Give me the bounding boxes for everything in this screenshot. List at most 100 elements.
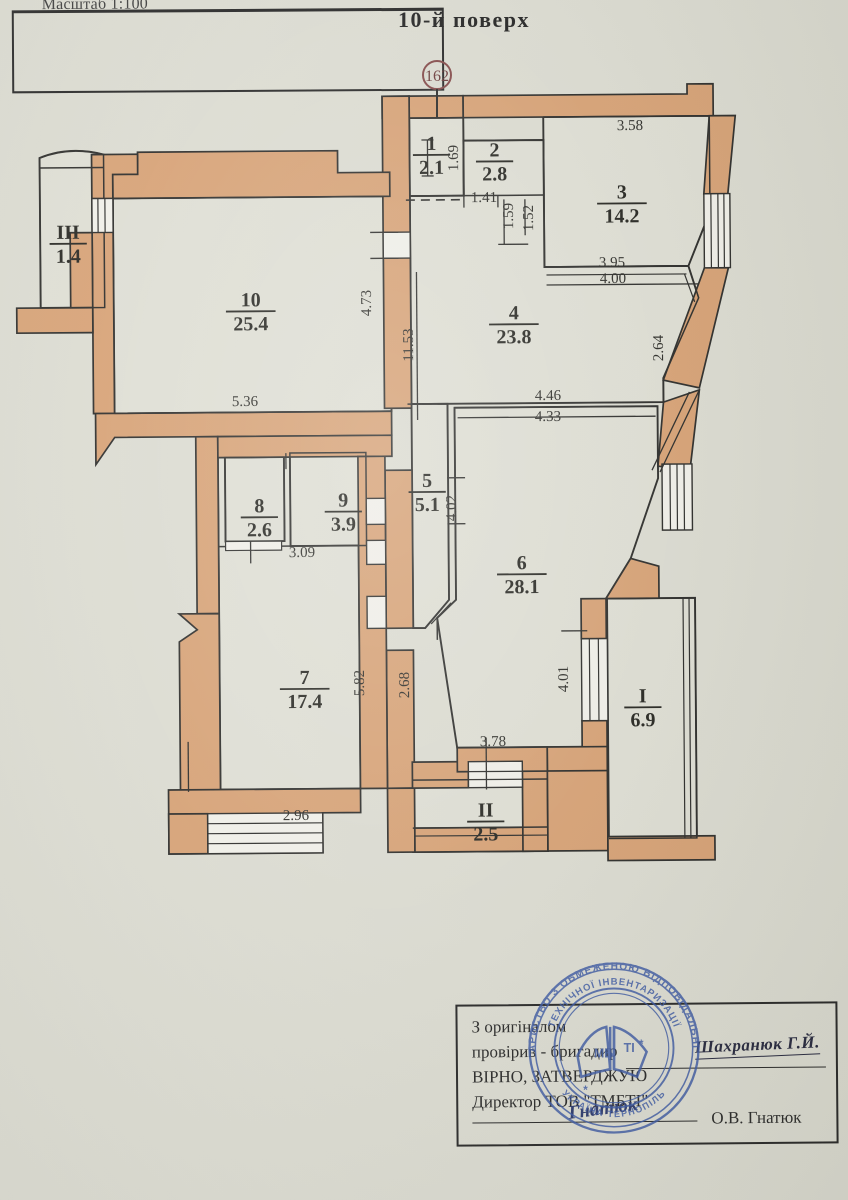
dimension-1.41: 1.41 <box>471 190 497 206</box>
room-number: I <box>639 685 647 707</box>
door-balcony-I <box>580 637 609 722</box>
wall-top-room10 <box>111 149 391 200</box>
door-balcony-II-rails <box>468 770 523 781</box>
room-area: 23.8 <box>496 326 531 348</box>
director-name: О.В. Гнатюк <box>711 1107 802 1128</box>
room-area: 2.1 <box>419 157 444 179</box>
room-number: 2 <box>489 139 499 161</box>
dim-line-446 <box>454 405 658 409</box>
room-number: III <box>56 222 80 244</box>
room-label-1: 12.1 <box>412 133 451 179</box>
wall-balcony-I-bottom <box>607 834 716 862</box>
door-corridor <box>366 595 387 630</box>
room-number: 1 <box>426 133 436 155</box>
room-label-6: 628.1 <box>497 552 547 598</box>
window-right-upper <box>703 192 732 269</box>
dim-line-400 <box>546 283 699 286</box>
room-area: 1.4 <box>56 246 81 268</box>
outline-room-10 <box>112 195 392 415</box>
room-label-II: II2.5 <box>467 799 505 846</box>
wall-vertical-spine-mid <box>384 469 415 630</box>
wall-room6-rightstub <box>580 597 608 640</box>
certification-block: З оригіналом провірив - бригадир ВІРНО, … <box>455 1001 839 1147</box>
room-label-4: 423.8 <box>489 302 539 348</box>
dimension-1.69: 1.69 <box>446 145 462 171</box>
wall-left-room7-upper <box>194 435 220 615</box>
apartment-number-marker: 162 <box>422 60 452 118</box>
room-area: 2.8 <box>482 163 507 185</box>
room-area: 3.9 <box>331 514 356 536</box>
door-balcony-I-rails <box>588 638 600 721</box>
room-label-2: 22.8 <box>475 139 514 186</box>
svg-text:162: 162 <box>425 68 449 85</box>
room-number: 9 <box>338 490 348 512</box>
room-area: 14.2 <box>604 205 639 227</box>
outline-balcony-III <box>38 150 106 309</box>
page-title: 10-й поверх <box>0 7 848 33</box>
dimension-11.53: 11.53 <box>401 328 417 361</box>
door-balcony-II <box>467 760 524 789</box>
room-number: 8 <box>254 495 264 517</box>
window-bottom-room7-rails <box>207 822 323 845</box>
door-balcony-III <box>91 197 114 234</box>
wall-balcony-II-right <box>521 760 549 853</box>
room-area: 17.4 <box>287 691 322 713</box>
window-right-angled-rails <box>669 463 686 531</box>
dimension-4.46: 4.46 <box>535 388 562 404</box>
opening-room8 <box>224 540 283 552</box>
dimension-5.36: 5.36 <box>232 394 259 410</box>
page-title-text: 10-й поверх <box>397 7 530 32</box>
dim-line-264 <box>651 389 700 473</box>
door-room10-right <box>382 231 412 260</box>
wall-right-upper <box>702 114 737 195</box>
outline-balcony-II-rail <box>414 834 548 837</box>
door-room9-lower <box>365 539 387 566</box>
wall-bottom-left-jog <box>167 812 209 855</box>
room-area: 25.4 <box>233 313 268 335</box>
dimension-4.00: 4.00 <box>600 271 626 287</box>
room-label-7: 717.4 <box>279 667 330 713</box>
wall-lower-right-block <box>546 759 609 852</box>
wall-room6-bottom <box>546 745 609 772</box>
room-label-3: 314.2 <box>597 181 647 228</box>
room-number: 7 <box>300 667 310 689</box>
chamfer-lines-room3 <box>683 265 700 303</box>
outline-balcony-I <box>607 597 698 840</box>
dimension-3.78: 3.78 <box>480 734 506 750</box>
dimension-4.02: 4.02 <box>444 495 460 521</box>
chamfer-lines-room6 <box>430 599 457 625</box>
dim-tick-1153 <box>415 272 419 421</box>
dimension-2.68: 2.68 <box>397 672 413 698</box>
dim-tick-159 <box>498 199 529 246</box>
dimension-4.01: 4.01 <box>556 666 572 692</box>
dimension-3.58: 3.58 <box>617 118 643 134</box>
room-area: 6.9 <box>630 709 655 731</box>
dimension-1.52: 1.52 <box>521 205 537 231</box>
outline-balcony-I-rail <box>682 597 692 838</box>
room-label-5: 55.1 <box>408 470 446 516</box>
wall-balcony-bottom <box>15 306 94 335</box>
certification-text: З оригіналом провірив - бригадир ВІРНО, … <box>471 1011 822 1114</box>
dimension-3.09: 3.09 <box>289 545 315 561</box>
dimension-4.73: 4.73 <box>359 290 375 316</box>
dim-tick-169 <box>421 139 434 177</box>
room-area: 2.5 <box>473 823 498 845</box>
room-area: 5.1 <box>415 494 440 516</box>
dimension-1.59: 1.59 <box>501 203 517 229</box>
dimension-2.96: 2.96 <box>283 808 310 824</box>
outline-balcony-III-rail <box>39 166 104 169</box>
wall-balcony-II-left <box>386 787 416 854</box>
wall-top-main <box>462 82 715 119</box>
wall-vertical-spine-lower <box>385 649 416 790</box>
dim-tick-473 <box>370 231 399 260</box>
room-area: 2.6 <box>247 519 272 541</box>
dimension-4.33: 4.33 <box>535 409 561 425</box>
room-number: 4 <box>509 302 519 324</box>
outline-room-2 <box>462 139 545 197</box>
room-area: 28.1 <box>504 576 539 598</box>
outline-room-5 <box>413 403 450 629</box>
